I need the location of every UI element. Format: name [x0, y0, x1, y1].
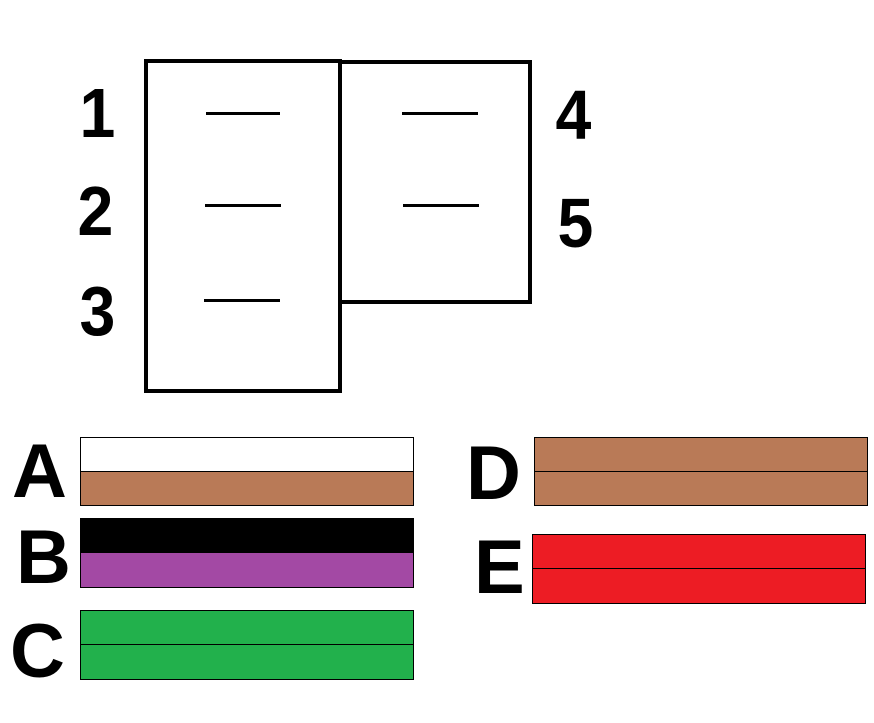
- wire-e-stripe-top: [533, 535, 865, 569]
- wire-e-label: E: [474, 525, 525, 610]
- pin-3-slot: [204, 299, 280, 302]
- connector-right-housing: [338, 60, 532, 304]
- pin-2-slot: [205, 204, 281, 207]
- wire-a-stripe-bottom: [81, 471, 413, 505]
- wire-a-stripe-top: [81, 438, 413, 472]
- wire-b-stripe-bottom: [81, 553, 413, 587]
- pin-5-slot: [403, 204, 479, 207]
- wire-a-swatch: [80, 437, 414, 506]
- wire-c-swatch: [80, 610, 414, 680]
- wire-a-label: A: [12, 429, 67, 514]
- wire-b-stripe-top: [81, 519, 413, 553]
- wire-e-stripe-bottom: [533, 569, 865, 603]
- pin-4-label: 4: [555, 76, 592, 154]
- wire-c-stripe-bottom: [81, 645, 413, 679]
- wire-d-swatch: [534, 437, 868, 506]
- connector-left-housing: [144, 59, 342, 393]
- pin-3-label: 3: [79, 272, 116, 350]
- pin-4-slot: [402, 112, 478, 115]
- wire-b-swatch: [80, 518, 414, 588]
- wire-e-swatch: [532, 534, 866, 604]
- wire-d-stripe-bottom: [535, 471, 867, 505]
- wire-d-stripe-top: [535, 438, 867, 472]
- wire-d-label: D: [466, 431, 521, 516]
- wire-b-label: B: [16, 515, 71, 600]
- wire-c-stripe-top: [81, 611, 413, 645]
- pin-5-label: 5: [557, 184, 594, 262]
- wire-c-label: C: [10, 609, 65, 694]
- pin-1-label: 1: [79, 74, 116, 152]
- pin-1-slot: [206, 112, 280, 115]
- pin-2-label: 2: [77, 172, 114, 250]
